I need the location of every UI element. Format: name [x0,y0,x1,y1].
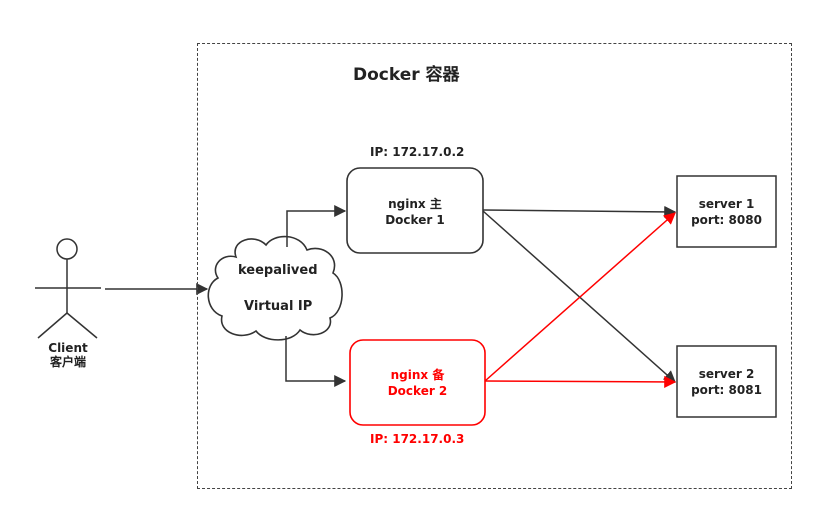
vip-to-master-arrow [286,205,347,247]
server2-port: port: 8081 [691,383,762,397]
vip-to-backup-arrow [285,336,347,387]
nginx-backup-ip: IP: 172.17.0.3 [370,432,465,446]
client-label-line1: Client [48,341,88,355]
nginx-backup-name: nginx 备 [390,368,445,382]
nginx-backup-box [349,339,486,426]
nginx-master-label: nginx 主 Docker 1 [347,196,483,228]
vip-label-keepalived: keepalived [238,263,318,278]
diagram-title: Docker 容器 [353,65,460,85]
server2-box [676,345,777,418]
nginx-master-ip: IP: 172.17.0.2 [370,145,465,159]
server1-name: server 1 [698,197,755,211]
master-to-server2-arrow [482,210,676,383]
backup-to-server2-arrow [484,375,677,388]
server2-label: server 2 port: 8081 [677,366,776,398]
server2-name: server 2 [698,367,755,381]
vip-label-virtual-ip: Virtual IP [244,299,313,314]
client-actor-icon [35,238,101,339]
master-to-server1-arrow [482,205,677,218]
server1-box [676,175,777,248]
server1-label: server 1 port: 8080 [677,196,776,228]
nginx-backup-label: nginx 备 Docker 2 [350,367,485,399]
nginx-master-name: nginx 主 [388,197,442,211]
docker-container-boundary [197,43,792,489]
server1-port: port: 8080 [691,213,762,227]
client-label-line2: 客户端 [49,355,86,369]
nginx-master-container: Docker 1 [385,213,445,227]
client-label: Client 客户端 [40,341,96,369]
backup-to-server1-arrow [484,212,676,382]
nginx-backup-container: Docker 2 [387,384,448,398]
